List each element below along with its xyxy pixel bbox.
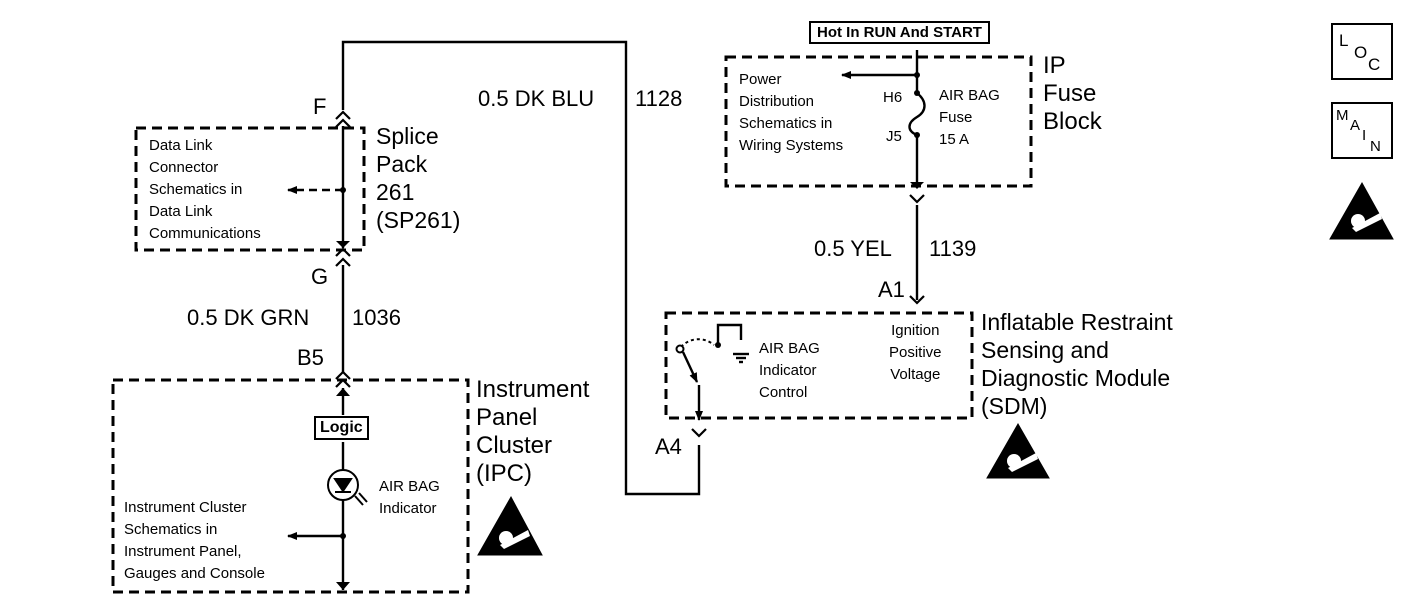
esd-warning-icon <box>477 495 543 556</box>
wire-yel-circuit: 1139 <box>929 236 977 261</box>
power-distribution-reference: Power Distribution Schematics in Wiring … <box>739 71 844 154</box>
splice-pack-box <box>134 126 366 252</box>
ip-fuse-block-title: IP Fuse Block <box>1043 52 1102 135</box>
ignition-positive-voltage-label: Ignition Positive Voltage <box>889 322 942 383</box>
wire-dk-grn-circuit: 1036 <box>352 305 401 330</box>
pin-b5: B5 <box>297 345 324 370</box>
wire-dk-blu <box>341 40 701 496</box>
air-bag-indicator-control-label: AIR BAG Indicator Control <box>759 340 820 401</box>
main-letter-a[interactable]: A <box>1350 117 1361 134</box>
logic-box: Logic <box>314 416 369 440</box>
ip-fuse-block-box <box>724 55 1033 188</box>
ipc-title: Instrument Panel Cluster (IPC) <box>476 376 590 487</box>
pin-g: G <box>311 264 329 289</box>
wire-dk-grn-color: 0.5 DK GRN <box>187 305 310 330</box>
ipc-box <box>111 378 470 594</box>
sdm-box <box>664 311 974 420</box>
loc-icon <box>1331 23 1393 80</box>
main-icon <box>1331 102 1393 159</box>
wire-dk-blu-circuit: 1128 <box>635 86 683 111</box>
splice-pack-title: Splice Pack 261 (SP261) <box>376 123 461 233</box>
main-letter-i[interactable]: I <box>1362 127 1367 144</box>
led-bulb-icon <box>327 469 368 506</box>
air-bag-fuse-label: AIR BAG Fuse 15 A <box>939 87 1000 148</box>
loc-letter-l[interactable]: L <box>1339 31 1349 50</box>
loc-letter-o[interactable]: O <box>1354 43 1368 62</box>
loc-letter-c[interactable]: C <box>1368 55 1381 74</box>
main-letter-n[interactable]: N <box>1370 138 1381 155</box>
esd-warning-icon <box>986 422 1050 479</box>
pin-f: F <box>313 94 327 119</box>
hot-in-run-start-label: Hot In RUN And START <box>809 21 990 44</box>
dlc-reference: Data Link Connector Schematics in Data L… <box>149 137 261 242</box>
pin-a4: A4 <box>655 434 682 459</box>
wire-yel-color: 0.5 YEL <box>814 236 892 261</box>
pin-j5: J5 <box>886 128 902 145</box>
air-bag-indicator-label: AIR BAG Indicator <box>379 478 440 517</box>
sdm-title: Inflatable Restraint Sensing and Diagnos… <box>981 309 1173 419</box>
wire-dk-blu-color: 0.5 DK BLU <box>478 86 595 111</box>
fuse-element <box>908 92 926 137</box>
main-letter-m[interactable]: M <box>1336 107 1349 124</box>
instrument-cluster-reference: Instrument Cluster Schematics in Instrum… <box>124 499 265 582</box>
esd-warning-icon <box>1329 181 1394 240</box>
pin-a1: A1 <box>878 277 905 302</box>
pin-h6: H6 <box>883 89 903 106</box>
